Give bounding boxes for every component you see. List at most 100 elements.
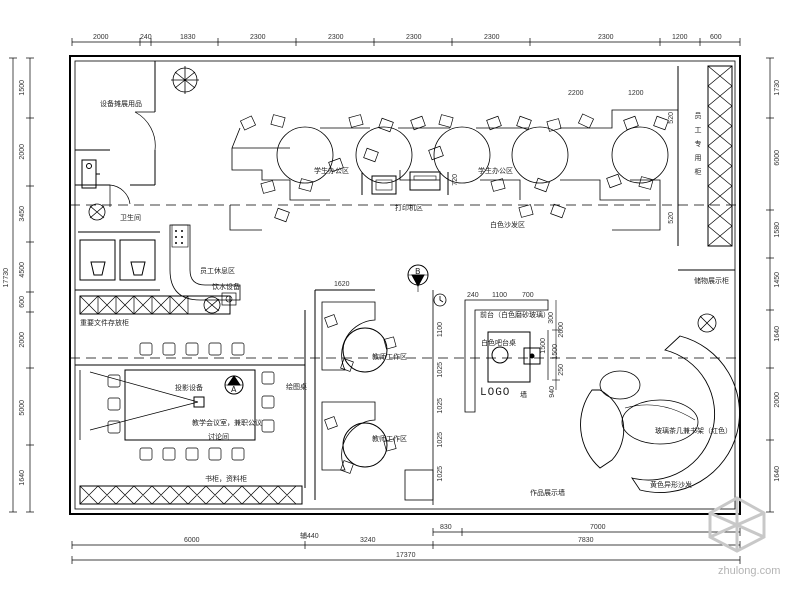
dim-interior-10: 1500 xyxy=(540,338,547,354)
plant xyxy=(171,66,199,94)
dim-top-9: 600 xyxy=(710,34,722,41)
dim-bottom-mark: 辅440 xyxy=(300,533,319,540)
label-section-a: A xyxy=(231,385,237,394)
dim-interior-15: 720 xyxy=(452,174,459,186)
printer xyxy=(409,171,441,191)
toilet xyxy=(130,261,146,276)
dim-top-inner-0: 2200 xyxy=(568,90,584,97)
watermark-logo-icon xyxy=(708,496,766,553)
side-cabinet xyxy=(404,469,434,501)
teacher-desk xyxy=(321,401,376,471)
label-restroom: 卫生间 xyxy=(120,214,141,222)
label-teacher-area-2: 教师工作区 xyxy=(372,435,407,443)
watermark-text: zhulong.com xyxy=(718,565,781,577)
label-equipment-room: 设备摊展用品 xyxy=(100,100,142,108)
dim-left-5: 2000 xyxy=(19,332,26,348)
bottom-cabinet xyxy=(79,485,303,505)
dim-right-4: 1640 xyxy=(774,326,781,342)
chair xyxy=(107,342,275,461)
dim-right-6: 1640 xyxy=(774,466,781,482)
label-water-dispenser: 饮水设备 xyxy=(212,283,240,291)
dim-bottom-inner-1: 7000 xyxy=(590,524,606,531)
dim-interior-12: 2600 xyxy=(558,322,565,338)
label-section-b: B xyxy=(415,267,421,276)
dim-interior-1: 1100 xyxy=(492,292,508,299)
label-white-sofa-area: 白色沙发区 xyxy=(490,221,525,229)
dim-left-1: 2000 xyxy=(19,144,26,160)
dim-bottom-2: 7830 xyxy=(578,537,594,544)
dim-left-0: 1500 xyxy=(19,80,26,96)
conference-table xyxy=(124,369,256,441)
dim-top-8: 1200 xyxy=(672,34,688,41)
staff-locker xyxy=(707,65,733,247)
dim-interior-11: 1500 xyxy=(552,344,559,360)
toilet xyxy=(90,261,106,276)
file-cabinet xyxy=(79,295,231,315)
dim-interior-7: 1025 xyxy=(437,432,444,448)
label-side-cabinet: 储物展示柜 xyxy=(694,277,729,285)
sink xyxy=(81,159,97,189)
dim-left-6: 5000 xyxy=(19,400,26,416)
dim-right-5: 2000 xyxy=(774,392,781,408)
dim-interior-14: 250 xyxy=(558,364,565,376)
label-projector: 投影设备 xyxy=(175,384,203,392)
chair xyxy=(239,113,669,223)
water-dispenser xyxy=(221,292,237,306)
dim-interior-6: 1025 xyxy=(437,398,444,414)
plant xyxy=(203,296,221,314)
label-staff-lockers: 员工专用柜 xyxy=(694,112,702,182)
teacher-desk xyxy=(321,301,376,371)
dim-left-total: 17730 xyxy=(3,268,10,288)
lounge-sofa xyxy=(580,389,625,469)
dim-right-2: 1580 xyxy=(774,222,781,238)
label-yellow-sofa: 黄色异形沙发 xyxy=(650,481,692,489)
label-staff-rest: 员工休息区 xyxy=(200,267,235,275)
dim-top-0: 2000 xyxy=(93,34,109,41)
dim-left-2: 3450 xyxy=(19,206,26,222)
dim-top-2: 1830 xyxy=(180,34,196,41)
label-student-office-right: 学生办公区 xyxy=(478,167,513,175)
label-file-cabinet: 重要文件存放柜 xyxy=(80,319,129,327)
dim-right-0: 1730 xyxy=(774,80,781,96)
plant xyxy=(88,203,106,221)
dim-top-1: 240 xyxy=(140,34,152,41)
dim-top-inner-1: 1200 xyxy=(628,90,644,97)
label-conference-sub: 讨论间 xyxy=(208,433,229,441)
label-lounge-desk: 玻璃茶几兼书架（红色） xyxy=(655,427,732,435)
dim-bottom-1: 3240 xyxy=(360,537,376,544)
label-display-wall: 作品展示墙 xyxy=(530,489,565,497)
dim-interior-17: 520 xyxy=(668,212,675,224)
door-swing xyxy=(134,111,156,151)
dim-bottom-total: 17370 xyxy=(396,552,416,559)
dim-interior-4: 1100 xyxy=(437,322,444,338)
dim-interior-16: 520 xyxy=(668,112,675,124)
dim-interior-2: 700 xyxy=(522,292,534,299)
label-print-area: 打印机区 xyxy=(395,204,423,212)
dim-interior-3: 1620 xyxy=(334,281,350,288)
printer xyxy=(371,175,397,195)
dim-interior-8: 1025 xyxy=(437,466,444,482)
chair xyxy=(324,314,397,474)
workstation-cluster xyxy=(229,109,678,231)
toilet-stall xyxy=(79,239,116,281)
projection-beam xyxy=(89,371,199,431)
inner-wall-line xyxy=(74,60,736,510)
dim-right-3: 1450 xyxy=(774,272,781,288)
dim-top-6: 2300 xyxy=(484,34,500,41)
label-white-desk: 白色吧台桌 xyxy=(481,339,516,347)
door-swing xyxy=(109,184,131,207)
label-teacher-area-1: 教师工作区 xyxy=(372,353,407,361)
dim-top-5: 2300 xyxy=(406,34,422,41)
dim-left-4: 600 xyxy=(19,296,26,308)
dim-interior-0: 240 xyxy=(467,292,479,299)
label-cabinet-bottom: 书柜，资料柜 xyxy=(205,475,247,483)
label-student-office-left: 学生办公区 xyxy=(314,167,349,175)
label-conference: 教学会议室，兼职公议 xyxy=(192,419,262,427)
reception-desk xyxy=(464,299,549,413)
dim-top-3: 2300 xyxy=(250,34,266,41)
outer-wall xyxy=(69,55,741,515)
label-drawing-desk: 绘图桌 xyxy=(286,383,307,391)
dim-bottom-inner-0: 830 xyxy=(440,524,452,531)
dim-left-7: 1640 xyxy=(19,470,26,486)
dim-bottom-0: 6000 xyxy=(184,537,200,544)
